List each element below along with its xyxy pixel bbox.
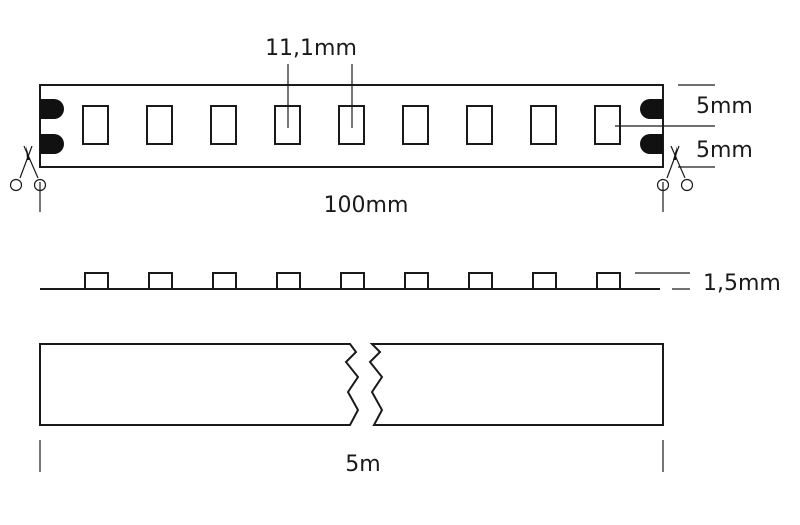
led-chip-side [596,272,621,289]
solder-pad-right-top [640,99,663,119]
led-pitch-label: 11,1mm [265,36,357,61]
led-chip [594,105,621,145]
led-chip-side [276,272,301,289]
led-chip-side [468,272,493,289]
led-chip-side [532,272,557,289]
led-chip [82,105,109,145]
pad-top-label: 5mm [696,94,753,119]
strip-top-view: 11,1mm 5mm 5mm 100mm [9,36,753,218]
led-chip [146,105,173,145]
led-chip-side [340,272,365,289]
led-chip-side [84,272,109,289]
solder-pad-left-bottom [40,134,64,154]
led-chip [210,105,237,145]
led-chip [402,105,429,145]
strip-side-view: 1,5mm [40,271,781,296]
strip-length-view: 5m [39,343,664,477]
solder-pad-right-bottom [640,134,663,154]
led-chips-top [82,105,621,145]
strip-segment-left [39,343,360,426]
led-chip [530,105,557,145]
led-chip-side [148,272,173,289]
total-length-label: 5m [345,452,380,477]
led-chip-side [212,272,237,289]
led-chip [466,105,493,145]
led-chip-side [404,272,429,289]
pad-bottom-label: 5mm [696,138,753,163]
led-chips-side [84,272,621,289]
thickness-label: 1,5mm [703,271,781,296]
solder-pad-left-top [40,99,64,119]
strip-segment-right [368,343,664,426]
cut-length-label: 100mm [324,193,409,218]
